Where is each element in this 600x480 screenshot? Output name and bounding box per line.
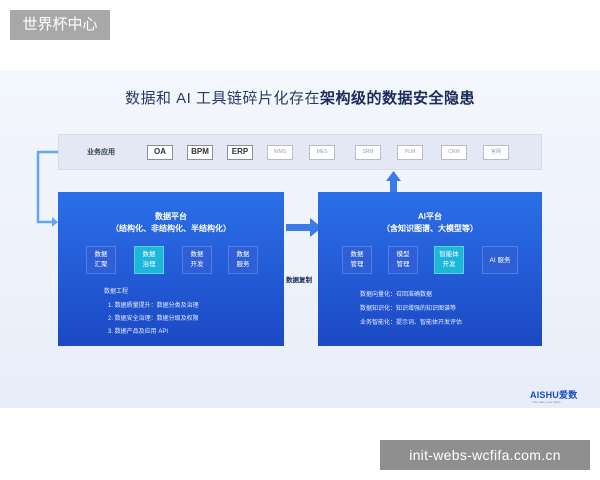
module-data-governance: 数据 治理 — [134, 246, 164, 274]
up-arrow-head — [386, 171, 401, 181]
slide-title-part1: 数据和 AI 工具链碎片化存在 — [124, 90, 320, 107]
module-line2: 汇聚 — [94, 261, 108, 268]
app-chip-plm: PLM — [397, 145, 423, 160]
ai-platform-item: 业务智能化：提示词、智能体开发评估 — [360, 320, 463, 326]
watermark-url: init-webs-wcfifa.com.cn — [380, 440, 590, 470]
app-chip-srm: SRM — [355, 145, 381, 160]
brand-logo: AISHU爱数 — [530, 390, 578, 400]
ai-platform-title: AI平台 （含知识图谱、大模型等） — [318, 211, 542, 235]
data-engineering-item: 1. 数据质量提升：数据分类及治理 — [108, 303, 199, 309]
module-line2: 管理 — [396, 261, 410, 268]
app-chip-crm: CRM — [441, 145, 467, 160]
module-line1: 数据 — [94, 251, 108, 258]
module-agent-development: 智能体 开发 — [434, 246, 464, 274]
module-data-aggregation: 数据 汇聚 — [86, 246, 116, 274]
ai-service-label: AI 服务 — [489, 257, 511, 264]
copy-arrow-head — [310, 218, 322, 237]
data-platform-title-line2: （结构化、非结构化、半结构化） — [111, 224, 231, 233]
module-model-management: 模型 管理 — [388, 246, 418, 274]
ai-platform-item: 数据向量化：召回准确数据 — [360, 292, 433, 298]
left-connector — [36, 150, 58, 224]
ai-platform-title-line1: AI平台 — [418, 212, 442, 221]
app-chip-oa: OA — [147, 145, 173, 160]
app-chip-website: 官网 — [483, 145, 509, 160]
module-line2: 管理 — [350, 261, 364, 268]
module-data-development: 数据 开发 — [182, 246, 212, 274]
module-data-management: 数据 管理 — [342, 246, 372, 274]
app-chip-bpm: BPM — [187, 145, 213, 160]
module-line2: 服务 — [236, 261, 250, 268]
slide-image: 数据和 AI 工具链碎片化存在架构级的数据安全隐患 业务应用 OA BPM ER… — [0, 70, 600, 408]
flow-arrows — [36, 150, 401, 237]
module-line1: 数据 — [190, 251, 204, 258]
data-engineering-heading: 数据工程 — [104, 289, 129, 295]
ai-platform-panel: AI平台 （含知识图谱、大模型等） 数据 管理 模型 管理 智能体 开发 AI … — [318, 192, 542, 346]
ai-platform-title-line2: （含知识图谱、大模型等） — [382, 224, 478, 233]
corner-tag: 世界杯中心 — [10, 10, 110, 40]
data-engineering-item: 2. 数据安全治理：数据分级及权限 — [108, 316, 199, 322]
slide-title-part2: 架构级的数据安全隐患 — [320, 90, 476, 107]
up-arrow-shaft — [390, 180, 397, 196]
module-line2: 治理 — [142, 261, 156, 268]
app-chip-erp: ERP — [227, 145, 253, 160]
module-data-service: 数据 服务 — [228, 246, 258, 274]
module-line1: 数据 — [142, 251, 156, 258]
copy-arrow-shaft — [286, 224, 314, 231]
module-ai-service: AI 服务 — [482, 246, 518, 274]
data-engineering-item: 3. 数据产品及应用 API — [108, 329, 169, 335]
ai-platform-item: 数据知识化：知识增强的知识图谱等 — [360, 306, 457, 312]
brand-tagline: Your data, your future — [532, 400, 561, 404]
module-line1: 智能体 — [439, 251, 459, 258]
flow-label: 数据复制 — [286, 277, 312, 284]
module-line2: 开发 — [190, 261, 204, 268]
module-line2: 开发 — [442, 261, 456, 268]
module-line1: 数据 — [350, 251, 364, 258]
slide-title: 数据和 AI 工具链碎片化存在架构级的数据安全隐患 — [0, 87, 600, 108]
business-app-bar: 业务应用 OA BPM ERP WMS MES SRM PLM CRM 官网 — [58, 134, 542, 170]
module-line1: 模型 — [396, 251, 410, 258]
data-platform-title-line1: 数据平台 — [155, 212, 187, 221]
app-chip-wms: WMS — [267, 145, 293, 160]
module-line1: 数据 — [236, 251, 250, 258]
app-chip-mes: MES — [309, 145, 335, 160]
data-platform-title: 数据平台 （结构化、非结构化、半结构化） — [58, 211, 284, 235]
app-bar-label: 业务应用 — [87, 149, 115, 156]
data-platform-panel: 数据平台 （结构化、非结构化、半结构化） 数据 汇聚 数据 治理 数据 开发 数… — [58, 192, 284, 346]
left-connector-arrowhead — [52, 217, 58, 227]
